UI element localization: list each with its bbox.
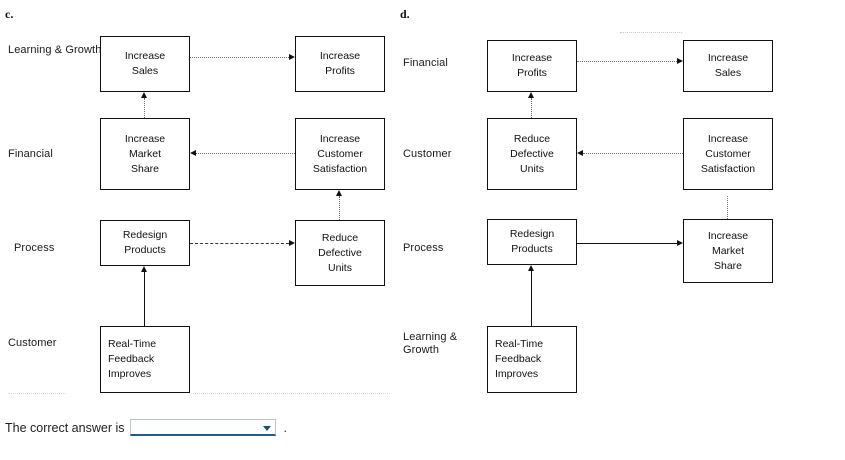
perspective-line: Learning & Growth — [403, 331, 458, 356]
strategy-node-d-redesign-products: Redesign Products — [487, 219, 577, 265]
arrowhead-up-icon — [140, 266, 147, 272]
perspective-label-d-1: Financial — [403, 57, 448, 70]
perspective-line: Process — [403, 242, 444, 254]
connector-d-defective-to-profits — [531, 98, 532, 118]
node-line: Real-Time — [495, 338, 544, 350]
connector-d-satisfaction-to-defective — [583, 153, 683, 154]
node-line: Increase — [319, 132, 361, 145]
scan-artifact-line — [8, 393, 66, 394]
perspective-label-d-4: Learning & Growth — [403, 331, 473, 357]
node-line: Profits — [325, 65, 355, 77]
node-line: Real-Time — [108, 338, 157, 350]
option-letter-c: c. — [5, 7, 14, 21]
scan-artifact-line — [620, 32, 682, 33]
option-letter-d: d. — [400, 7, 410, 21]
arrowhead-right-icon — [677, 239, 683, 246]
node-line: Satisfaction — [312, 162, 368, 175]
connector-d-redesign-to-market-share — [577, 243, 677, 244]
node-line: Market — [128, 147, 162, 160]
connector-d-feedback-to-redesign — [531, 271, 532, 326]
node-line: Improves — [108, 368, 152, 380]
connector-c-redesign-to-defective — [190, 243, 289, 244]
node-line: Customer — [705, 147, 751, 160]
perspective-line: Customer — [8, 337, 57, 349]
node-line: Market — [711, 244, 745, 257]
connector-d-market-share-to-satisfaction — [727, 196, 728, 219]
node-line: Profits — [517, 67, 547, 79]
connector-c-defective-to-satisfaction — [339, 196, 340, 220]
node-line: Increase — [124, 132, 166, 145]
strategy-node-c-increase-sales: Increase Sales — [100, 36, 190, 92]
arrowhead-up-icon — [527, 92, 534, 98]
node-line: Improves — [495, 368, 539, 380]
node-line: Increase — [707, 52, 749, 64]
perspective-line: Learning & Growth — [8, 44, 102, 56]
strategy-node-c-real-time-feedback: Real-Time Feedback Improves — [100, 326, 190, 393]
perspective-line: Financial — [8, 148, 53, 160]
node-line: Redesign — [122, 229, 168, 241]
perspective-label-c-4: Customer — [8, 337, 56, 350]
node-line: Increase — [707, 132, 749, 145]
node-line: Share — [713, 259, 743, 272]
arrowhead-left-icon — [190, 149, 196, 156]
arrowhead-up-icon — [140, 92, 147, 98]
strategy-node-d-increase-sales: Increase Sales — [683, 40, 773, 92]
node-line: Products — [124, 244, 166, 256]
strategy-node-d-reduce-defective-units: Reduce Defective Units — [487, 118, 577, 190]
arrowhead-up-icon — [335, 190, 342, 196]
node-line: Increase — [319, 50, 361, 62]
node-line: Share — [130, 162, 160, 175]
connector-d-profits-to-sales — [577, 61, 677, 62]
strategy-node-c-increase-market-share: Increase Market Share — [100, 118, 190, 190]
node-line: Feedback — [108, 353, 155, 365]
answer-period: . — [283, 420, 287, 435]
strategy-node-d-increase-market-share: Increase Market Share — [683, 219, 773, 283]
node-line: Increase — [707, 229, 749, 242]
arrowhead-right-icon — [677, 57, 683, 64]
strategy-node-d-increase-profits: Increase Profits — [487, 40, 577, 92]
connector-c-sales-to-profits — [190, 57, 289, 58]
strategy-node-c-reduce-defective-units: Reduce Defective Units — [295, 220, 385, 286]
strategy-node-c-increase-profits: Increase Profits — [295, 36, 385, 92]
strategy-node-d-real-time-feedback: Real-Time Feedback Improves — [487, 326, 577, 393]
connector-c-market-share-to-sales — [144, 98, 145, 118]
node-line: Feedback — [495, 353, 542, 365]
perspective-line: Process — [14, 242, 55, 254]
perspective-line: Customer — [403, 148, 452, 160]
node-line: Increase — [124, 50, 166, 62]
perspective-label-d-3: Process — [403, 242, 443, 255]
node-line: Increase — [511, 52, 553, 64]
strategy-node-c-increase-customer-satisfaction: Increase Customer Satisfaction — [295, 118, 385, 190]
answer-row: The correct answer is . — [5, 419, 287, 436]
node-line: Reduce — [513, 132, 551, 145]
arrowhead-left-icon — [577, 149, 583, 156]
node-line: Customer — [317, 147, 363, 160]
node-line: Sales — [714, 67, 742, 79]
connector-c-satisfaction-to-market-share — [196, 153, 295, 154]
perspective-label-c-1: Learning & Growth — [8, 44, 101, 57]
node-line: Defective — [510, 147, 554, 160]
node-line: Redesign — [509, 228, 555, 240]
scan-artifact-line — [193, 393, 390, 394]
perspective-label-c-2: Financial — [8, 148, 53, 161]
perspective-label-d-2: Customer — [403, 148, 451, 161]
node-line: Units — [520, 162, 544, 175]
arrowhead-right-icon — [289, 53, 295, 60]
node-line: Units — [328, 261, 352, 274]
strategy-node-c-redesign-products: Redesign Products — [100, 220, 190, 266]
node-line: Products — [511, 243, 553, 255]
perspective-label-c-3: Process — [14, 242, 54, 255]
node-line: Reduce — [321, 231, 359, 244]
node-line: Satisfaction — [700, 162, 756, 175]
chevron-down-icon[interactable] — [263, 426, 272, 431]
connector-c-feedback-to-redesign — [144, 272, 145, 326]
answer-dropdown[interactable] — [130, 419, 277, 436]
perspective-line: Financial — [403, 57, 448, 69]
strategy-node-d-increase-customer-satisfaction: Increase Customer Satisfaction — [683, 118, 773, 190]
arrowhead-up-icon — [527, 265, 534, 271]
node-line: Defective — [318, 246, 362, 259]
answer-prompt-label: The correct answer is — [5, 420, 125, 435]
node-line: Sales — [131, 65, 159, 77]
arrowhead-right-icon — [289, 239, 295, 246]
